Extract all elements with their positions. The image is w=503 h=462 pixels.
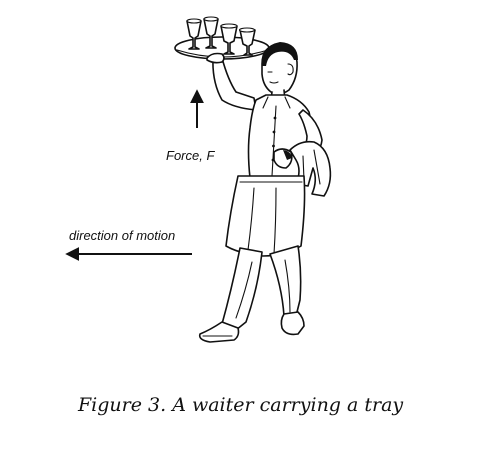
waiter-figure <box>198 42 332 343</box>
raised-arm <box>212 57 257 111</box>
glass-2 <box>203 16 219 49</box>
glass-1 <box>186 18 202 50</box>
motion-label: direction of motion <box>69 228 175 243</box>
hair <box>261 42 298 66</box>
left-leg <box>221 247 263 331</box>
force-label: Force, F <box>166 148 215 163</box>
glass-4 <box>238 27 256 56</box>
left-shoe <box>198 321 240 343</box>
right-shoe <box>280 311 305 336</box>
right-leg <box>269 245 302 317</box>
figure-caption: Figure 3. A waiter carrying a tray <box>77 394 403 416</box>
tray-with-glasses <box>174 16 270 60</box>
apron <box>225 175 306 257</box>
glass-3 <box>220 23 238 55</box>
